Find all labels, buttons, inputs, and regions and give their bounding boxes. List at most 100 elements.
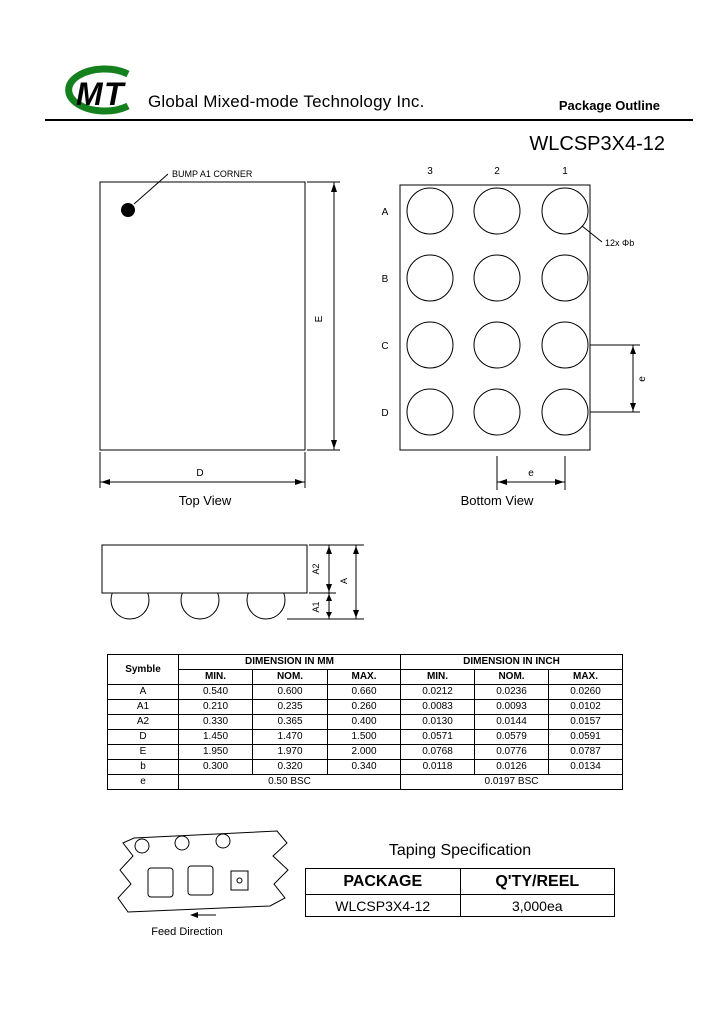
package-value: WLCSP3X4-12 [305,894,461,917]
ball [541,187,589,235]
arrowhead [331,183,337,192]
symbol-cell: b [107,759,179,775]
a1-dimension: A1 [311,593,332,619]
arrowhead [326,584,332,592]
value-cell: 0.0776 [474,744,549,760]
package-body-outline [99,181,306,451]
subheader-cell: NOM. [474,669,549,685]
top-view-caption: Top View [178,493,232,508]
value-cell: 1.970 [252,744,328,760]
pitch-dimension-vertical: e [590,344,648,413]
dim-row-E: E 1.950 1.970 2.000 0.0768 0.0776 0.0787 [107,744,623,760]
ball [406,254,454,302]
value-cell: 1.500 [327,729,401,745]
tape-outline [117,830,289,913]
arrowhead [498,479,507,485]
arrowhead [326,546,332,554]
value-cell: 0.0126 [474,759,549,775]
value-cell: 0.0591 [548,729,623,745]
ball [406,321,454,369]
value-cell: 0.660 [327,684,401,700]
dim-label-e: e [528,468,534,479]
taping-data-row: WLCSP3X4-12 3,000ea [305,894,615,917]
e-dimension: E [307,181,340,451]
subheader-cell: NOM. [252,669,328,685]
taping-header-row: PACKAGE Q'TY/REEL [305,868,615,895]
value-cell: 0.0157 [548,714,623,730]
dim-label-D: D [196,468,203,479]
subheader-cell: MAX. [327,669,401,685]
ball [406,187,454,235]
value-cell: 0.0236 [474,684,549,700]
value-cell: 1.450 [178,729,253,745]
logo-letter-m: M [76,76,104,112]
value-cell: 1.950 [178,744,253,760]
symbol-cell: e [107,774,179,790]
value-cell: 0.0197 BSC [400,774,623,790]
package-body-side [101,544,308,594]
dim-row-b: b 0.300 0.320 0.340 0.0118 0.0126 0.0134 [107,759,623,775]
value-cell: 0.365 [252,714,328,730]
dim-row-A1: A1 0.210 0.235 0.260 0.0083 0.0093 0.010… [107,699,623,715]
value-cell: 0.0787 [548,744,623,760]
subheader-cell: MAX. [548,669,623,685]
value-cell: 0.320 [252,759,328,775]
dim-label-A1: A1 [311,601,321,612]
dim-label-e: e [637,376,648,382]
mm-header: DIMENSION IN MM [178,654,401,670]
inch-header: DIMENSION IN INCH [400,654,623,670]
a2-dimension: A2 [311,545,332,593]
logo-swoosh [65,65,130,115]
dim-table-header-row: Symble DIMENSION IN MM DIMENSION IN INCH [107,654,623,685]
row-label-B: B [382,274,389,285]
logo-letter-t: T [104,76,126,112]
pocket-small [230,870,249,891]
col-label-1: 1 [562,166,568,177]
arrowhead [630,403,636,411]
value-cell: 1.470 [252,729,328,745]
ball-grid [406,187,589,436]
value-cell: 0.0212 [400,684,475,700]
dim-row-A: A 0.540 0.600 0.660 0.0212 0.0236 0.0260 [107,684,623,700]
value-cell: 0.400 [327,714,401,730]
arrowhead [326,612,332,618]
col-label-2: 2 [494,166,500,177]
value-cell: 0.0260 [548,684,623,700]
symbol-header: Symble [107,654,179,685]
ball [473,187,521,235]
dim-row-A2: A2 0.330 0.365 0.400 0.0130 0.0144 0.015… [107,714,623,730]
value-cell: 0.0768 [400,744,475,760]
symbol-cell: D [107,729,179,745]
value-cell: 0.0571 [400,729,475,745]
dim-row-e: e 0.50 BSC 0.0197 BSC [107,774,623,790]
qty-col-header: Q'TY/REEL [459,868,615,895]
dim-label-E: E [314,315,325,322]
bump-leader-line [133,173,169,205]
dim-row-D: D 1.450 1.470 1.500 0.0571 0.0579 0.0591 [107,729,623,745]
arrowhead [101,479,110,485]
ball [406,388,454,436]
pitch-dimension-horizontal: e [496,456,566,490]
row-label-D: D [381,408,388,419]
arrowhead [353,610,359,618]
arrowhead [353,546,359,554]
value-cell: 0.0083 [400,699,475,715]
value-cell: 0.600 [252,684,328,700]
value-cell: 0.0144 [474,714,549,730]
ball-note-leader [581,225,603,243]
sprocket-hole [215,833,231,849]
ball [473,254,521,302]
company-name: Global Mixed-mode Technology Inc. [148,92,425,111]
bottom-view-caption: Bottom View [460,493,534,508]
value-cell: 0.0102 [548,699,623,715]
value-cell: 0.0093 [474,699,549,715]
a-dimension: A [339,545,359,619]
value-cell: 2.000 [327,744,401,760]
bump-a1-label: BUMP A1 CORNER [172,169,253,179]
dim-table-subheader-row: MIN. NOM. MAX. MIN. NOM. MAX. [108,669,623,685]
doc-type-label: Package Outline [558,98,660,113]
dim-label-A2: A2 [311,563,321,574]
dimension-table: Symble DIMENSION IN MM DIMENSION IN INCH… [107,654,623,790]
value-cell: 0.260 [327,699,401,715]
